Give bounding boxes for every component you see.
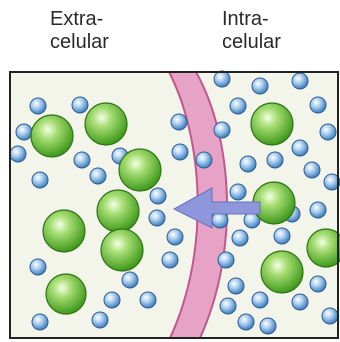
large-particle [261,251,303,293]
small-particle [292,140,308,156]
small-particle [162,252,178,268]
small-particle [220,298,236,314]
small-particle [252,78,268,94]
small-particle [90,168,106,184]
small-particle [171,114,187,130]
small-particle [30,259,46,275]
large-particle [101,229,143,271]
small-particle [274,228,290,244]
large-particle [97,190,139,232]
small-particle [214,71,230,87]
small-particle [72,97,88,113]
large-particle [46,274,86,314]
large-particle [119,149,161,191]
small-particle [230,98,246,114]
small-particle [196,152,212,168]
large-particle [307,229,340,267]
small-particle [260,318,276,334]
small-particle [292,294,308,310]
small-particle [30,98,46,114]
small-particle [218,252,234,268]
small-particle [322,308,338,324]
large-particle [85,103,127,145]
small-particle [74,152,90,168]
small-particle [214,122,230,138]
small-particle [167,229,183,245]
small-particle [310,202,326,218]
small-particle [228,278,244,294]
small-particle [172,144,188,160]
small-particle [140,292,156,308]
small-particle [230,184,246,200]
large-particle [31,115,73,157]
small-particle [92,312,108,328]
small-particle [32,172,48,188]
small-particle [304,162,320,178]
small-particle [238,314,254,330]
small-particle [10,146,26,162]
small-particle [122,272,138,288]
small-particle [292,73,308,89]
small-particle [16,124,32,140]
small-particle [150,188,166,204]
small-particle [232,230,248,246]
small-particle [310,97,326,113]
small-particle [320,124,336,140]
small-particle [149,210,165,226]
small-particle [32,314,48,330]
large-particle [43,210,85,252]
small-particle [240,156,256,172]
large-particle [251,103,293,145]
small-particle [252,292,268,308]
small-particle [104,292,120,308]
small-particle [310,276,326,292]
small-particle [267,152,283,168]
